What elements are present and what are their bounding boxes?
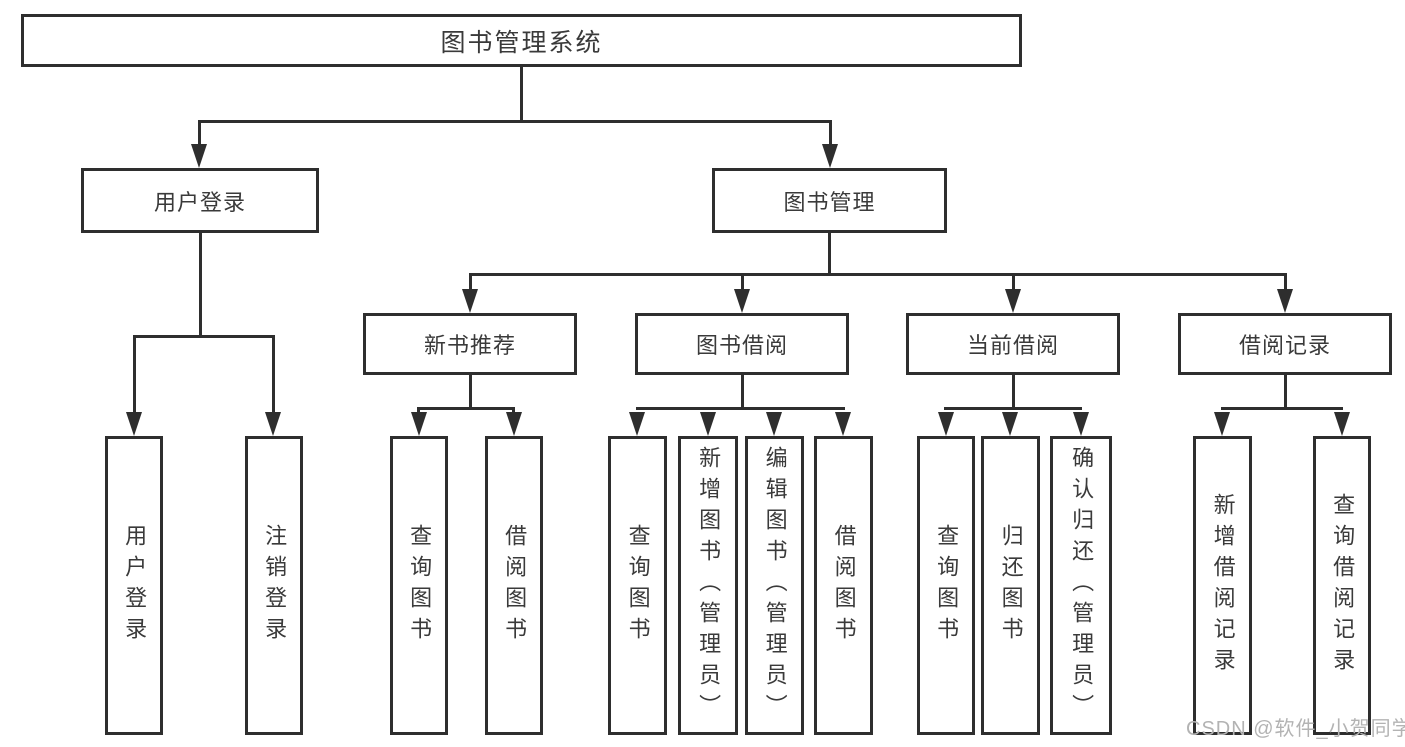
arrow-down-icon <box>126 412 142 436</box>
connector <box>272 335 275 415</box>
node-library-management-system: 图书管理系统 <box>21 14 1022 67</box>
csdn-watermark: CSDN @软件_小贺同学 <box>1186 718 1405 740</box>
node-label: 当前借阅 <box>966 333 1059 358</box>
node-leaf-query-borrow-record: 查询借阅记录 <box>1313 436 1371 735</box>
arrow-down-icon <box>411 412 427 436</box>
arrow-down-icon <box>1334 412 1350 436</box>
arrow-down-icon <box>462 289 478 313</box>
node-label: 确认归还（管理员） <box>1069 446 1095 725</box>
node-label: 借阅图书 <box>502 523 528 648</box>
connector <box>741 273 744 293</box>
connector <box>1012 273 1015 293</box>
arrow-down-icon <box>734 289 750 313</box>
connector <box>417 407 420 415</box>
arrow-down-icon <box>700 412 716 436</box>
connector <box>1284 375 1287 407</box>
arrow-down-icon <box>191 144 207 168</box>
node-new-book-recommendation: 新书推荐 <box>363 313 577 375</box>
arrow-down-icon <box>1005 289 1021 313</box>
node-borrowing-records: 借阅记录 <box>1178 313 1392 375</box>
node-leaf-logout: 注销登录 <box>245 436 303 735</box>
connector <box>1284 273 1287 293</box>
connector <box>741 375 744 407</box>
node-leaf-borrow-books: 借阅图书 <box>814 436 873 735</box>
connector <box>469 273 1287 276</box>
node-leaf-query-books: 查询图书 <box>390 436 448 735</box>
connector <box>198 120 832 123</box>
node-leaf-return-books: 归还图书 <box>981 436 1040 735</box>
node-leaf-user-login: 用户登录 <box>105 436 163 735</box>
arrow-down-icon <box>1002 412 1018 436</box>
connector <box>1221 407 1343 410</box>
connector <box>520 67 523 120</box>
node-leaf-query-books: 查询图书 <box>917 436 975 735</box>
arrow-down-icon <box>629 412 645 436</box>
connector <box>133 335 275 338</box>
node-leaf-add-borrow-record: 新增借阅记录 <box>1193 436 1252 735</box>
connector <box>1012 375 1015 407</box>
arrow-down-icon <box>835 412 851 436</box>
connector <box>512 407 515 415</box>
arrow-down-icon <box>1214 412 1230 436</box>
node-label: 查询图书 <box>934 523 960 648</box>
node-label: 新书推荐 <box>423 333 516 358</box>
node-label: 用户登录 <box>153 189 246 215</box>
connector <box>469 273 472 293</box>
connector <box>199 233 202 335</box>
connector <box>829 120 832 148</box>
node-leaf-add-books-admin: 新增图书（管理员） <box>678 436 738 735</box>
node-label: 查询借阅记录 <box>1330 492 1356 679</box>
node-current-borrowing: 当前借阅 <box>906 313 1120 375</box>
node-user-login: 用户登录 <box>81 168 319 233</box>
connector <box>636 407 845 410</box>
node-label: 新增借阅记录 <box>1210 492 1236 679</box>
node-label: 新增图书（管理员） <box>696 446 722 725</box>
node-label: 归还图书 <box>998 523 1024 648</box>
node-leaf-edit-books-admin: 编辑图书（管理员） <box>745 436 804 735</box>
connector <box>469 375 472 407</box>
arrow-down-icon <box>938 412 954 436</box>
node-label: 注销登录 <box>262 523 288 648</box>
arrow-down-icon <box>1073 412 1089 436</box>
connector <box>828 233 831 273</box>
connector <box>198 120 201 148</box>
node-label: 图书管理 <box>783 189 876 215</box>
node-label: 用户登录 <box>122 523 148 648</box>
node-leaf-query-books: 查询图书 <box>608 436 667 735</box>
node-label: 查询图书 <box>407 523 433 648</box>
connector <box>133 335 136 415</box>
connector <box>417 407 515 410</box>
node-label: 借阅记录 <box>1238 333 1331 358</box>
node-leaf-borrow-books: 借阅图书 <box>485 436 543 735</box>
arrow-down-icon <box>766 412 782 436</box>
arrow-down-icon <box>822 144 838 168</box>
node-book-management: 图书管理 <box>712 168 947 233</box>
arrow-down-icon <box>265 412 281 436</box>
node-label: 图书管理系统 <box>440 28 603 57</box>
arrow-down-icon <box>506 412 522 436</box>
node-label: 编辑图书（管理员） <box>762 446 788 725</box>
node-label: 借阅图书 <box>831 523 857 648</box>
node-leaf-confirm-return-admin: 确认归还（管理员） <box>1050 436 1112 735</box>
node-label: 查询图书 <box>625 523 651 648</box>
arrow-down-icon <box>1277 289 1293 313</box>
node-book-borrowing: 图书借阅 <box>635 313 849 375</box>
node-label: 图书借阅 <box>695 333 788 358</box>
connector <box>944 407 1082 410</box>
